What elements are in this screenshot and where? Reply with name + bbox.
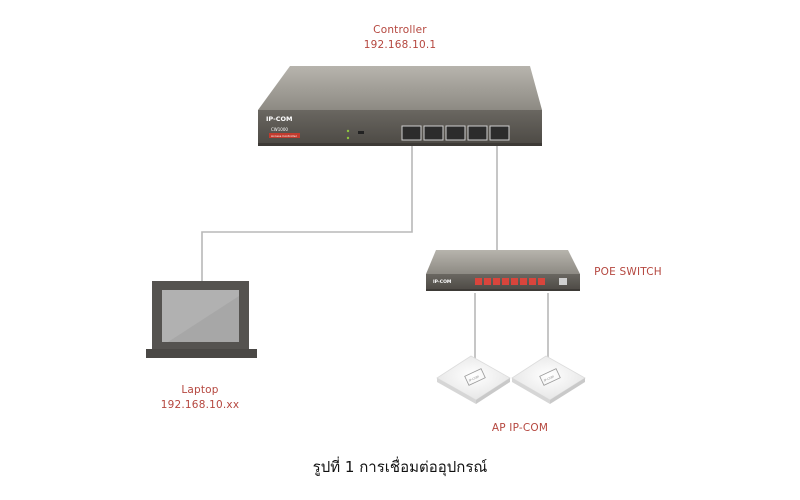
controller-ports xyxy=(402,126,509,140)
controller-model-text: CW1000 xyxy=(271,127,288,132)
controller-device: IP-COM CW1000 Access Controller xyxy=(258,66,542,146)
access-point-2: IP-COM xyxy=(512,356,585,404)
cable-controller-laptop xyxy=(202,143,412,283)
access-point-1: IP-COM xyxy=(437,356,510,404)
poe-switch-device: IP-COM xyxy=(426,250,580,291)
poe-switch-brand-logo: IP-COM xyxy=(433,279,452,285)
laptop-device xyxy=(146,281,257,358)
controller-brand-logo: IP-COM xyxy=(266,115,293,123)
controller-model-sub-text: Access Controller xyxy=(271,134,298,138)
